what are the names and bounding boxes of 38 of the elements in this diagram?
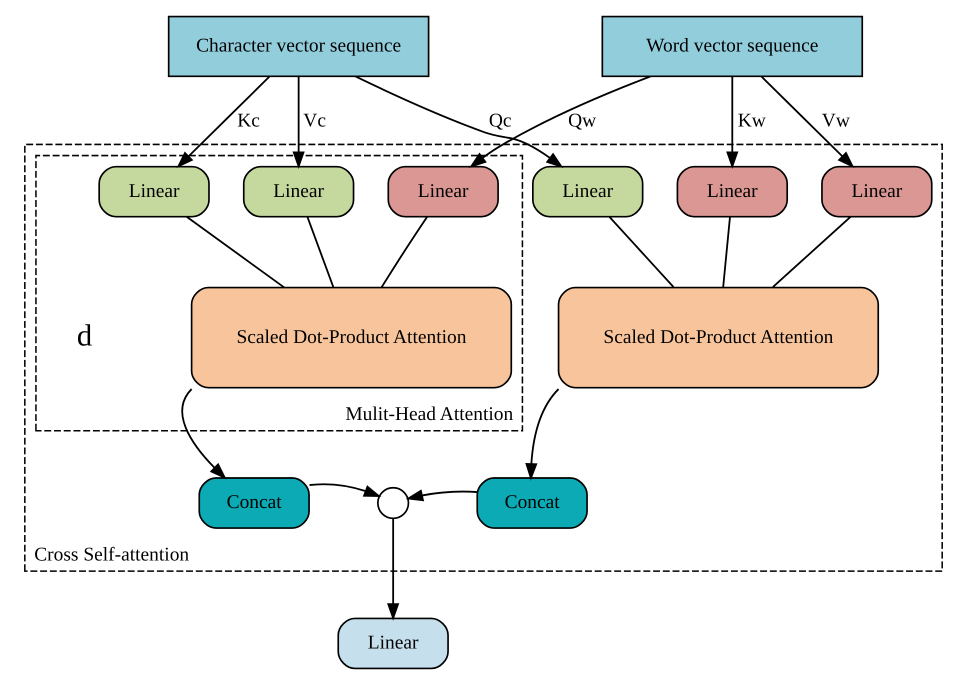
node-box: Concat: [198, 476, 310, 528]
arrow: [309, 482, 382, 497]
arrow: [292, 76, 305, 168]
node-box: Scaled Dot-Product Attention: [558, 286, 880, 388]
connector: [722, 216, 731, 287]
arrow: [176, 76, 270, 168]
edge-label: Kw: [738, 110, 766, 132]
node-box: Scaled Dot-Product Attention: [190, 286, 512, 388]
node-box: Linear: [337, 617, 449, 669]
node-circle: [377, 486, 410, 519]
connector: [380, 216, 428, 288]
node-box: Linear: [532, 165, 644, 218]
arrow: [181, 388, 227, 480]
arrow: [387, 518, 400, 620]
edge-label: Vw: [822, 110, 850, 132]
arrow: [355, 75, 564, 168]
node-box: Word vector sequence: [602, 15, 864, 77]
node-box: Linear: [98, 165, 210, 218]
edge-label: Vc: [303, 110, 326, 132]
connector: [186, 216, 285, 288]
edge-label: Kc: [237, 110, 260, 132]
arrow: [760, 76, 854, 168]
arrow: [525, 388, 560, 480]
arrow: [469, 75, 651, 168]
connector: [608, 216, 674, 288]
edge-label: Qw: [568, 110, 596, 132]
node-box: Linear: [242, 165, 354, 218]
edge-label: Qc: [488, 110, 512, 132]
arrow: [406, 488, 478, 501]
node-box: Character vector sequence: [168, 15, 430, 77]
node-box: Linear: [821, 165, 933, 218]
node-box: Linear: [676, 165, 788, 218]
connector: [306, 216, 334, 287]
node-box: Concat: [476, 476, 588, 528]
label: d: [76, 318, 92, 352]
arrow: [726, 76, 738, 168]
connector: [772, 216, 852, 288]
node-box: Linear: [387, 165, 499, 218]
